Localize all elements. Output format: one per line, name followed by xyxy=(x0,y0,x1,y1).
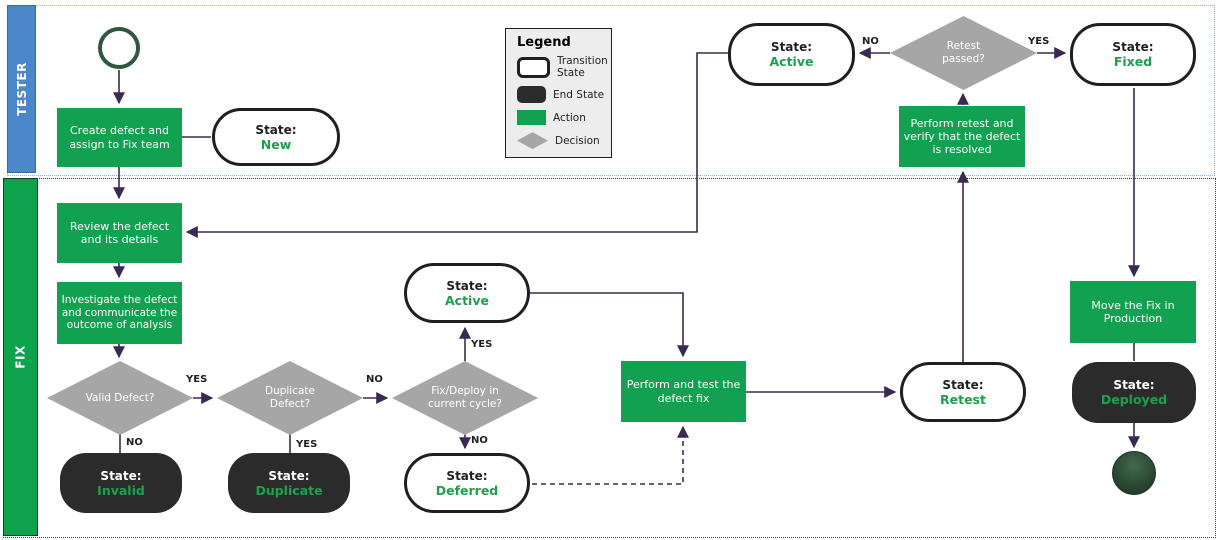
legend-title: Legend xyxy=(517,35,571,50)
legend-item-action: Action xyxy=(517,110,611,126)
state-duplicate: State: Duplicate xyxy=(228,453,350,513)
action-move-production: Move the Fix in Production xyxy=(1070,281,1196,343)
end-node xyxy=(1112,451,1156,495)
state-fixed: State: Fixed xyxy=(1070,23,1196,86)
edge-label-valid-yes: YES xyxy=(186,374,208,385)
action-swatch xyxy=(517,110,546,126)
action-perform-retest: Perform retest and verify that the defec… xyxy=(899,106,1025,167)
legend-item-end-state: End State xyxy=(517,86,611,104)
edge-label-fixdeploy-yes: YES xyxy=(471,339,493,350)
action-create-defect: Create defect and assign to Fix team xyxy=(57,108,182,167)
legend-item-transition-state: Transition State xyxy=(517,55,611,79)
state-retest: State: Retest xyxy=(900,362,1026,422)
edge-label-valid-no: NO xyxy=(126,437,143,448)
edge-label-fixdeploy-no: NO xyxy=(471,435,488,446)
state-active-mid: State: Active xyxy=(404,263,530,323)
legend: Legend Transition State End State Action… xyxy=(505,28,612,158)
lane-header-fix: FIX xyxy=(3,178,38,536)
state-deferred: State: Deferred xyxy=(404,453,530,513)
start-node xyxy=(98,27,140,69)
edge-label-duplicate-no: NO xyxy=(366,374,383,385)
state-deployed: State: Deployed xyxy=(1072,362,1196,423)
edge-label-duplicate-yes: YES xyxy=(296,439,318,450)
connector-active-to-review xyxy=(185,52,728,238)
edge-label-retest-no: NO xyxy=(862,36,879,47)
edge-label-retest-yes: YES xyxy=(1028,36,1050,47)
action-review-defect: Review the defect and its details xyxy=(57,203,182,263)
lane-header-tester: TESTER xyxy=(7,5,36,173)
transition-state-swatch xyxy=(517,56,550,78)
state-invalid: State: Invalid xyxy=(60,453,182,513)
state-active-top: State: Active xyxy=(728,23,855,86)
connector-active-to-performfix xyxy=(530,292,689,358)
lane-fix xyxy=(3,178,1216,538)
state-new: State: New xyxy=(212,108,340,166)
connector-deferred-to-performfix-dashed xyxy=(532,425,689,485)
legend-item-decision: Decision xyxy=(517,132,611,150)
action-investigate-defect: Investigate the defect and communicate t… xyxy=(57,282,182,344)
end-state-swatch xyxy=(517,86,546,104)
decision-swatch xyxy=(517,132,548,150)
action-perform-fix: Perform and test the defect fix xyxy=(621,361,746,422)
